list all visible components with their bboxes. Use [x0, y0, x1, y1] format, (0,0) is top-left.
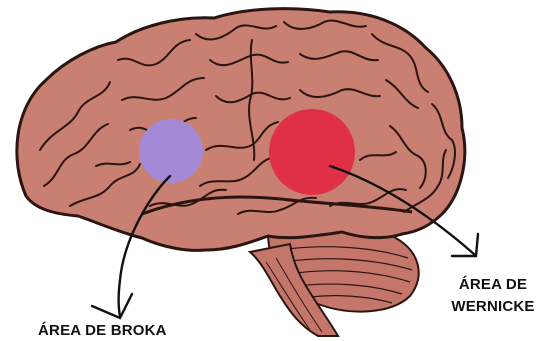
- wernicke-label-line2: WERNICKE: [448, 296, 538, 318]
- wernicke-label-line1: ÁREA DE: [448, 274, 538, 296]
- broka-label: ÁREA DE BROKA: [38, 322, 167, 339]
- broka-area: [139, 119, 203, 183]
- wernicke-label: ÁREA DE WERNICKE: [448, 274, 538, 318]
- cerebrum: [17, 9, 465, 251]
- wernicke-area: [269, 109, 355, 195]
